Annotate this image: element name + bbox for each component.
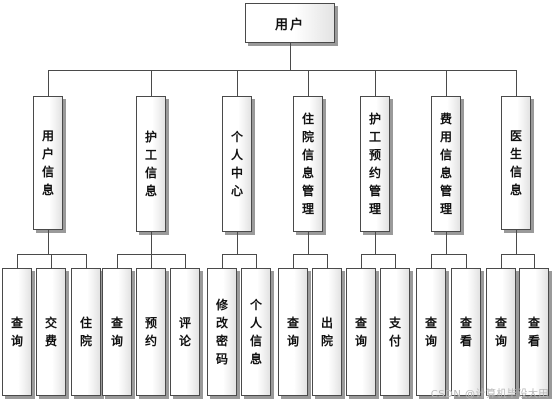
- function-node-label: 评论: [178, 316, 191, 348]
- child-bus: [501, 254, 535, 255]
- module-child-connector: [308, 232, 309, 254]
- child-connector: [293, 254, 294, 268]
- module-connector: [375, 70, 376, 96]
- module-node: 医生信息: [501, 96, 531, 230]
- module-node: 费用信息管理: [431, 96, 461, 232]
- module-node-label: 住院信息管理: [301, 112, 314, 216]
- function-node: 住院: [71, 268, 101, 396]
- function-node: 查询: [486, 268, 516, 396]
- function-node: 预约: [136, 268, 166, 396]
- function-node-label: 查看: [459, 316, 472, 348]
- module-node: 护工信息: [136, 96, 166, 232]
- function-node: 支付: [380, 268, 410, 396]
- function-node-label: 查看: [527, 316, 540, 348]
- module-connector: [48, 70, 49, 96]
- module-child-connector: [446, 232, 447, 254]
- function-node: 查看: [451, 268, 481, 396]
- watermark: CSDN @计算机毕设大田: [430, 389, 549, 400]
- module-node-label: 个人中心: [230, 130, 243, 198]
- child-connector: [185, 254, 186, 268]
- function-node-label: 个人信息: [249, 298, 262, 366]
- module-child-connector: [375, 232, 376, 254]
- module-connector: [308, 70, 309, 96]
- child-connector: [501, 254, 502, 268]
- function-node-label: 支付: [388, 316, 401, 348]
- function-node-label: 修改密码: [215, 298, 228, 366]
- function-node-label: 预约: [144, 316, 157, 348]
- child-connector: [86, 254, 87, 268]
- child-connector: [361, 254, 362, 268]
- function-node: 查询: [2, 268, 32, 396]
- module-node: 护工预约管理: [360, 96, 390, 232]
- child-connector: [431, 254, 432, 268]
- function-node-label: 交费: [44, 316, 57, 348]
- module-child-connector: [48, 230, 49, 254]
- function-node: 修改密码: [207, 268, 237, 396]
- function-node-label: 查询: [110, 316, 123, 348]
- child-bus: [222, 254, 257, 255]
- module-connector: [151, 70, 152, 96]
- function-node-label: 出院: [320, 316, 333, 348]
- function-node-label: 查询: [424, 316, 437, 348]
- child-connector: [395, 254, 396, 268]
- module-node: 住院信息管理: [293, 96, 323, 232]
- function-node: 查询: [346, 268, 376, 396]
- child-connector: [17, 254, 18, 268]
- child-connector: [117, 254, 118, 268]
- module-node-label: 护工信息: [144, 130, 157, 198]
- child-bus: [361, 254, 396, 255]
- child-connector: [51, 254, 52, 268]
- module-node-label: 护工预约管理: [368, 112, 381, 216]
- function-node-label: 查询: [10, 316, 23, 348]
- module-connector: [237, 70, 238, 96]
- function-node: 评论: [170, 268, 200, 396]
- module-child-connector: [237, 232, 238, 254]
- function-node: 查询: [416, 268, 446, 396]
- module-child-connector: [151, 232, 152, 254]
- module-node-label: 医生信息: [509, 129, 522, 197]
- child-connector: [534, 254, 535, 268]
- module-node-label: 用户信息: [41, 129, 54, 197]
- root-node: 用户: [245, 3, 335, 43]
- function-node-label: 查询: [494, 316, 507, 348]
- function-node: 查询: [278, 268, 308, 396]
- child-connector: [256, 254, 257, 268]
- module-node: 用户信息: [33, 96, 63, 230]
- function-node-label: 查询: [354, 316, 367, 348]
- root-connector: [290, 43, 291, 70]
- function-node: 查询: [102, 268, 132, 396]
- root-label: 用户: [274, 17, 305, 33]
- child-connector: [222, 254, 223, 268]
- module-child-connector: [516, 230, 517, 254]
- child-bus: [17, 254, 87, 255]
- module-connector: [516, 70, 517, 96]
- child-bus: [431, 254, 467, 255]
- function-node: 查看: [519, 268, 549, 396]
- child-connector: [151, 254, 152, 268]
- function-node: 出院: [312, 268, 342, 396]
- child-connector: [327, 254, 328, 268]
- module-node-label: 费用信息管理: [439, 112, 452, 216]
- module-bus: [48, 70, 517, 71]
- function-node: 交费: [36, 268, 66, 396]
- module-node: 个人中心: [222, 96, 252, 232]
- child-bus: [293, 254, 328, 255]
- function-node: 个人信息: [241, 268, 271, 396]
- module-connector: [446, 70, 447, 96]
- child-connector: [466, 254, 467, 268]
- function-node-label: 住院: [79, 316, 92, 348]
- function-node-label: 查询: [286, 316, 299, 348]
